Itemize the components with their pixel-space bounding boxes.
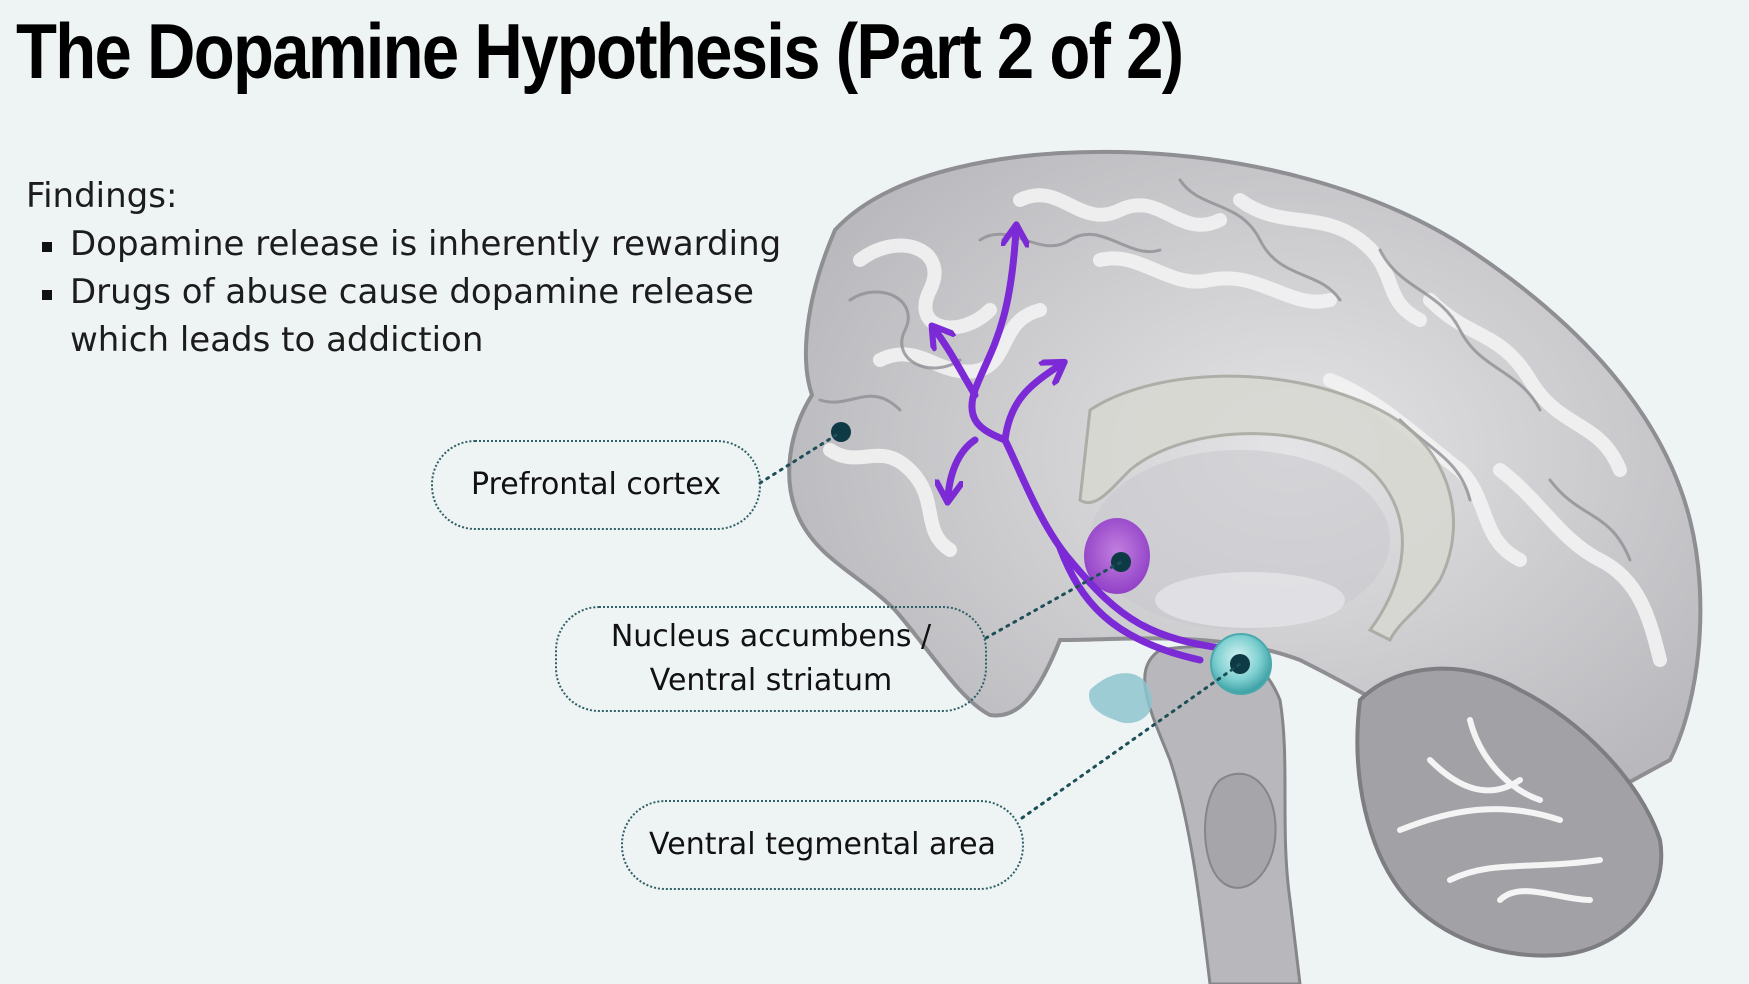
prefrontal-cortex-label: Prefrontal cortex — [431, 440, 761, 530]
nucleus-accumbens-label-line1: Nucleus accumbens / — [611, 615, 931, 659]
findings-item: Drugs of abuse cause dopamine release wh… — [26, 268, 770, 364]
findings-item: Dopamine release is inherently rewarding — [26, 220, 830, 268]
prefrontal-cortex-label-text: Prefrontal cortex — [471, 463, 721, 507]
square-bullet-icon — [42, 242, 52, 252]
findings-list: Dopamine release is inherently rewarding… — [26, 220, 830, 364]
findings-item-text: Drugs of abuse cause dopamine release wh… — [70, 272, 754, 360]
square-bullet-icon — [42, 290, 52, 300]
findings-item-text: Dopamine release is inherently rewarding — [70, 224, 781, 264]
nucleus-accumbens-label-line2: Ventral striatum — [650, 659, 892, 703]
ventral-tegmental-area-label-text: Ventral tegmental area — [649, 823, 996, 867]
ventral-tegmental-area-label: Ventral tegmental area — [621, 800, 1024, 890]
findings-section: Findings: Dopamine release is inherently… — [26, 172, 830, 364]
brainstem — [1145, 647, 1300, 984]
nucleus-accumbens-label: Nucleus accumbens / Ventral striatum — [555, 606, 987, 712]
prefrontal-marker — [831, 422, 851, 442]
pituitary-region — [1089, 673, 1152, 723]
findings-heading: Findings: — [26, 172, 830, 220]
page-title: The Dopamine Hypothesis (Part 2 of 2) — [16, 6, 1182, 97]
